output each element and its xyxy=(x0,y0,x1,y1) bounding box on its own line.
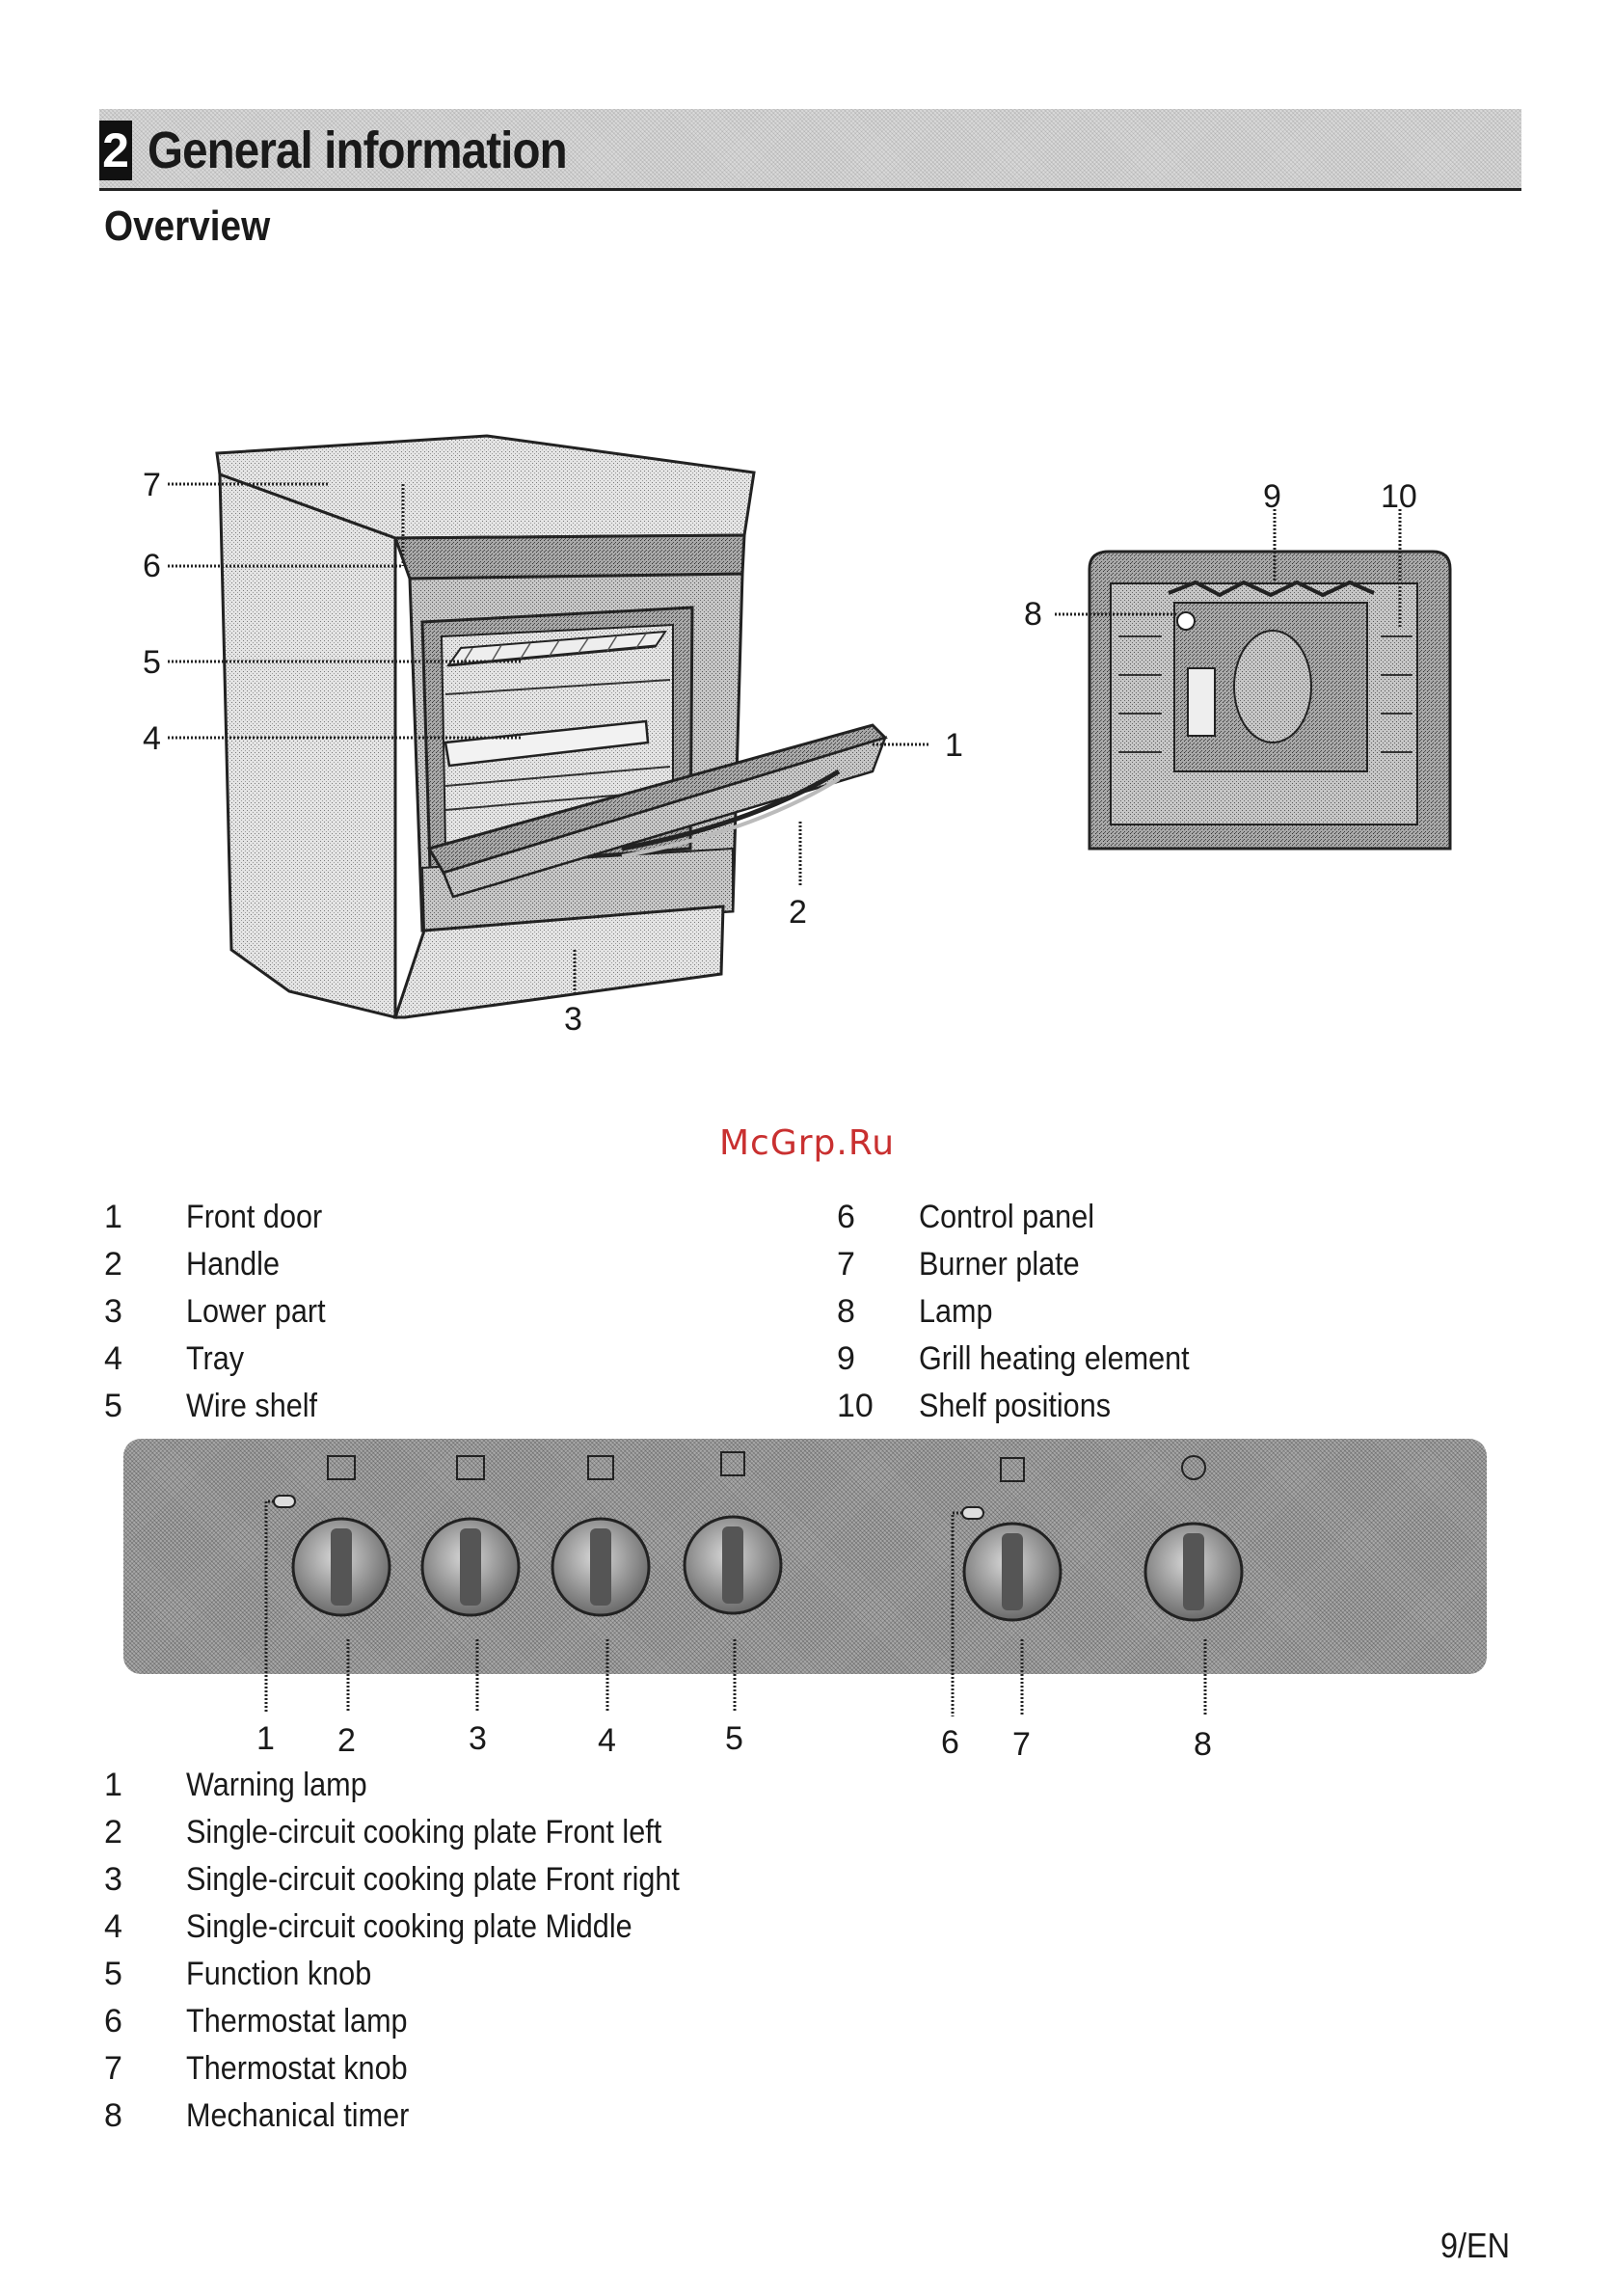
legend-label: Single-circuit cooking plate Front right xyxy=(186,1861,680,1898)
legend-row: 9 Grill heating element xyxy=(837,1336,1220,1383)
legend-row: 1 Front door xyxy=(104,1194,341,1241)
cooker-callout-numbers: 7 6 5 4 1 2 3 xyxy=(143,467,963,1038)
callout-6: 6 xyxy=(143,548,161,584)
legend-label: Mechanical timer xyxy=(186,2097,410,2134)
panel-callout-3: 3 xyxy=(469,1720,487,1757)
section-number: 2 xyxy=(99,121,132,180)
legend-number: 7 xyxy=(104,2050,122,2087)
legend-number: 3 xyxy=(104,1293,122,1330)
legend-number: 4 xyxy=(104,1340,122,1377)
legend-row: 4 Tray xyxy=(104,1336,341,1383)
callout-4: 4 xyxy=(143,720,161,757)
legend-row: 6 Thermostat lamp xyxy=(104,1998,735,2045)
panel-callout-4: 4 xyxy=(598,1722,616,1759)
legend-number: 4 xyxy=(104,1908,122,1945)
callout-2: 2 xyxy=(789,894,807,931)
legend-label: Lower part xyxy=(186,1293,326,1330)
inset-callout-numbers: 8 9 10 xyxy=(1024,478,1417,633)
callout-1: 1 xyxy=(945,727,963,764)
legend-row: 1 Warning lamp xyxy=(104,1762,735,1809)
panel-callout-lines xyxy=(264,1499,1207,1716)
panel-callout-8: 8 xyxy=(1194,1726,1212,1763)
legend-label: Shelf positions xyxy=(919,1388,1112,1424)
parts-legend-right: 6 Control panel 7 Burner plate 8 Lamp 9 Gril… xyxy=(837,1194,1220,1430)
panel-callout-7: 7 xyxy=(1012,1726,1031,1763)
cooker-illustration: 7 6 5 4 1 2 3 8 9 10 xyxy=(143,434,1452,1038)
panel-callout-1: 1 xyxy=(256,1720,275,1757)
control-panel-overlay: 1 2 3 4 5 6 7 8 xyxy=(256,1451,1244,1763)
legend-row: 6 Control panel xyxy=(837,1194,1220,1241)
legend-label: Warning lamp xyxy=(186,1767,367,1803)
legend-number: 2 xyxy=(104,1246,122,1283)
legend-label: Thermostat lamp xyxy=(186,2003,408,2039)
legend-row: 5 Wire shelf xyxy=(104,1383,341,1430)
section-header: 2 General information xyxy=(99,109,1521,191)
knobs xyxy=(291,1515,1244,1622)
panel-callout-5: 5 xyxy=(725,1720,743,1757)
panel-callout-numbers: 1 2 3 4 5 6 7 8 xyxy=(256,1720,1212,1763)
legend-label: Thermostat knob xyxy=(186,2050,408,2087)
legend-number: 3 xyxy=(104,1861,122,1898)
legend-number: 8 xyxy=(104,2097,122,2134)
callout-5: 5 xyxy=(143,644,161,681)
legend-number: 2 xyxy=(104,1814,122,1850)
warning-lamp xyxy=(273,1495,296,1508)
cooker-body xyxy=(215,434,888,1019)
callout-7: 7 xyxy=(143,467,161,503)
panel-callout-6: 6 xyxy=(941,1724,959,1761)
thermostat-lamp xyxy=(961,1506,984,1520)
legend-label: Wire shelf xyxy=(186,1388,318,1424)
legend-row: 3 Single-circuit cooking plate Front righ… xyxy=(104,1856,735,1904)
parts-legend-left: 1 Front door 2 Handle 3 Lower part 4 Tray 5 W… xyxy=(104,1194,341,1430)
legend-number: 8 xyxy=(837,1293,855,1330)
legend-row: 2 Handle xyxy=(104,1241,341,1288)
legend-number: 6 xyxy=(837,1199,855,1235)
legend-label: Lamp xyxy=(919,1293,993,1330)
callout-9: 9 xyxy=(1263,478,1281,515)
overview-heading: Overview xyxy=(104,203,271,250)
legend-row: 5 Function knob xyxy=(104,1951,735,1998)
page-number: 9/EN xyxy=(1439,2226,1510,2265)
legend-row: 2 Single-circuit cooking plate Front left xyxy=(104,1809,735,1856)
legend-row: 7 Burner plate xyxy=(837,1241,1220,1288)
knob-grips xyxy=(331,1526,1204,1610)
legend-number: 5 xyxy=(104,1956,122,1992)
legend-row: 7 Thermostat knob xyxy=(104,2045,735,2093)
callout-10: 10 xyxy=(1381,478,1417,515)
inset-callout-lines xyxy=(1055,509,1402,627)
cooker-callout-lines xyxy=(168,482,930,993)
callout-3: 3 xyxy=(564,1001,582,1038)
legend-number: 5 xyxy=(104,1388,122,1424)
watermark: McGrp.Ru xyxy=(718,1123,896,1163)
legend-label: Grill heating element xyxy=(919,1340,1190,1377)
legend-row: 3 Lower part xyxy=(104,1288,341,1336)
legend-label: Single-circuit cooking plate Middle xyxy=(186,1908,632,1945)
legend-number: 9 xyxy=(837,1340,855,1377)
knob-symbols xyxy=(327,1451,1206,1482)
legend-row: 8 Lamp xyxy=(837,1288,1220,1336)
legend-number: 1 xyxy=(104,1199,122,1235)
legend-label: Handle xyxy=(186,1246,280,1283)
section-title: General information xyxy=(148,122,568,179)
legend-row: 10 Shelf positions xyxy=(837,1383,1220,1430)
panel-callout-2: 2 xyxy=(337,1722,356,1759)
legend-label: Burner plate xyxy=(919,1246,1080,1283)
legend-label: Tray xyxy=(186,1340,245,1377)
legend-row: 8 Mechanical timer xyxy=(104,2093,735,2140)
legend-number: 10 xyxy=(837,1388,874,1424)
legend-number: 7 xyxy=(837,1246,855,1283)
callout-8: 8 xyxy=(1024,596,1042,633)
legend-label: Function knob xyxy=(186,1956,372,1992)
oven-interior-inset xyxy=(1088,550,1452,851)
legend-number: 6 xyxy=(104,2003,122,2039)
legend-number: 1 xyxy=(104,1767,122,1803)
legend-label: Single-circuit cooking plate Front left xyxy=(186,1814,662,1850)
legend-row: 4 Single-circuit cooking plate Middle xyxy=(104,1904,735,1951)
legend-label: Control panel xyxy=(919,1199,1095,1235)
legend-label: Front door xyxy=(186,1199,323,1235)
